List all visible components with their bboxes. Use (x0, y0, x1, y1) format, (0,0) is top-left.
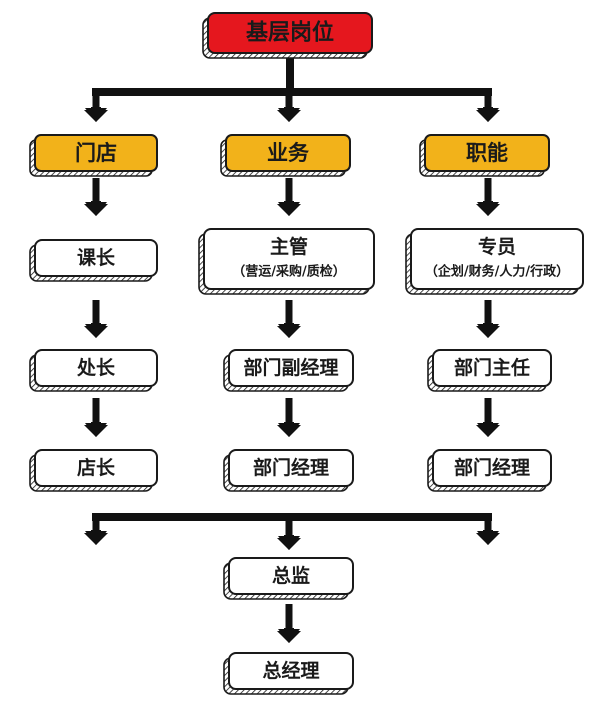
role-label: 店长 (77, 456, 116, 479)
role-sublabel: （企划/财务/人力/行政） (425, 264, 569, 280)
box-face (228, 349, 354, 387)
box-face (228, 652, 354, 690)
arrow-cat-role0-0 (84, 178, 108, 216)
role-label: 专员 (478, 235, 516, 258)
box-face (34, 239, 158, 277)
bottom-box-1: 总经理 (223, 652, 354, 695)
role-box-2-1: 部门主任 (427, 349, 552, 392)
category-box-2: 职能 (419, 134, 550, 177)
arrow-cat-role0-1 (277, 178, 301, 216)
bottom-arrow-left (84, 515, 108, 545)
top-box: 基层岗位 (202, 12, 373, 59)
bottom-box-label: 总监 (272, 564, 310, 587)
category-box-1: 业务 (220, 134, 351, 177)
role-box-2-2: 部门经理 (427, 449, 552, 492)
role-box-0-1: 处长 (29, 349, 158, 392)
role-box-1-2: 部门经理 (223, 449, 354, 492)
role-box-1-1: 部门副经理 (223, 349, 354, 392)
role-label: 部门主任 (454, 356, 530, 379)
bottom-box-label: 总经理 (262, 659, 319, 682)
bottom-box-0: 总监 (223, 557, 354, 600)
box-face (34, 449, 158, 487)
box-face (207, 12, 373, 54)
bottom-arrow-center (277, 515, 301, 550)
category-label: 门店 (75, 141, 117, 165)
arrow-role0-role1-0 (84, 300, 108, 338)
box-face (228, 557, 354, 595)
role-label: 部门副经理 (243, 356, 338, 379)
box-face (410, 228, 584, 290)
arrow-role1-role2-2 (476, 398, 500, 437)
arrow-role0-role1-1 (277, 300, 301, 338)
role-box-0-0: 课长 (29, 239, 158, 282)
box-face (432, 449, 552, 487)
arrow-director-to-gm (277, 604, 301, 643)
category-label: 业务 (267, 141, 310, 165)
role-label: 课长 (77, 247, 116, 269)
role-label: 处长 (76, 356, 116, 379)
box-face (34, 349, 158, 387)
role-box-0-2: 店长 (29, 449, 158, 492)
box-face (34, 134, 158, 172)
arrow-to-category-2 (476, 90, 500, 122)
arrow-role1-role2-0 (84, 398, 108, 437)
arrow-to-category-0 (84, 90, 108, 122)
role-sublabel: （营运/采购/质检） (232, 264, 346, 280)
category-box-0: 门店 (29, 134, 158, 177)
role-label: 主管 (270, 235, 308, 258)
bottom-arrow-right (476, 515, 500, 545)
box-face (225, 134, 351, 172)
box-face (228, 449, 354, 487)
top-box-label: 基层岗位 (246, 20, 334, 46)
connector-lines (84, 53, 500, 643)
box-face (424, 134, 550, 172)
arrow-cat-role0-2 (476, 178, 500, 216)
role-label: 部门经理 (253, 456, 329, 479)
arrow-role1-role2-1 (277, 398, 301, 437)
arrow-to-category-1 (277, 90, 301, 122)
box-face (432, 349, 552, 387)
arrow-role0-role1-2 (476, 300, 500, 338)
role-box-2-0: 专员 （企划/财务/人力/行政） (405, 228, 584, 295)
box-face (203, 228, 375, 290)
role-label: 部门经理 (454, 456, 530, 479)
role-box-1-0: 主管 （营运/采购/质检） (198, 228, 375, 295)
category-label: 职能 (466, 141, 508, 165)
